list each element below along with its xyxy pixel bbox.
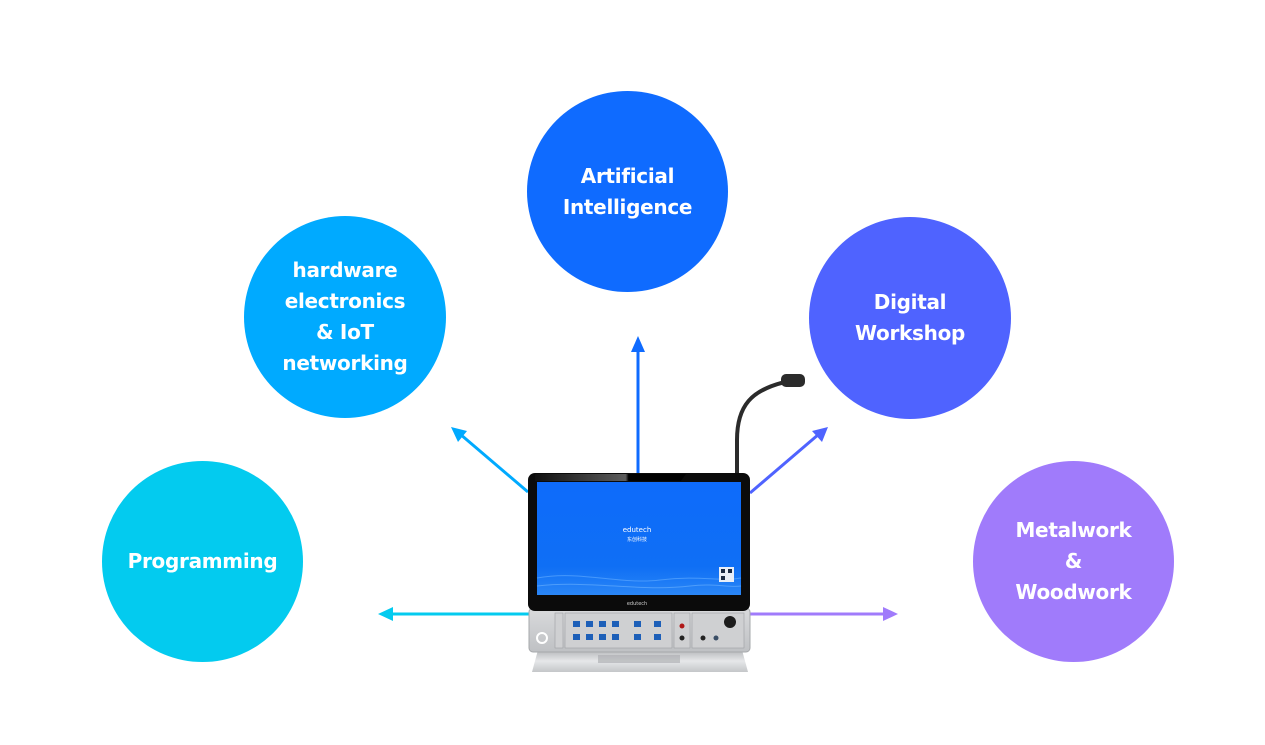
arrow-to-programming bbox=[378, 607, 530, 621]
screen-logo: edutech bbox=[623, 526, 652, 534]
node-label: hardware electronics & IoT networking bbox=[282, 258, 408, 375]
microphone-icon bbox=[735, 380, 787, 476]
arrow-to-ai bbox=[631, 336, 645, 474]
node-digital-workshop: Digital Workshop bbox=[809, 217, 1011, 419]
bezel-logo: edutech bbox=[627, 601, 647, 607]
microphone-head bbox=[781, 374, 805, 387]
arrow-to-hardware bbox=[451, 427, 529, 494]
node-artificial-intelligence: Artificial Intelligence bbox=[527, 91, 728, 292]
node-label: Programming bbox=[127, 549, 278, 573]
node-label: Artificial Intelligence bbox=[562, 163, 693, 219]
node-label: Metalwork & Woodwork bbox=[1015, 518, 1132, 604]
node-label: Digital Workshop bbox=[854, 290, 966, 345]
network-ports bbox=[573, 621, 661, 640]
arrow-to-digital-workshop bbox=[749, 427, 828, 495]
node-programming: Programming bbox=[102, 461, 303, 662]
node-hardware-electronics-iot: hardware electronics & IoT networking bbox=[244, 216, 446, 418]
teaching-console-device: edutech 东创科技 edutech bbox=[528, 374, 805, 672]
screen-logo-sub: 东创科技 bbox=[627, 536, 647, 543]
node-metalwork-woodwork: Metalwork & Woodwork bbox=[973, 461, 1174, 662]
arrow-to-metalwork bbox=[748, 607, 898, 621]
power-button-icon bbox=[536, 632, 548, 644]
volume-knob-icon bbox=[724, 616, 736, 628]
